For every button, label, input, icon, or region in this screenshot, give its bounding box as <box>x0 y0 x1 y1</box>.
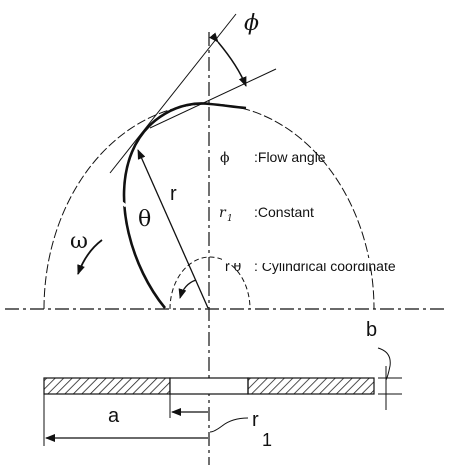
legend-phi-symbol: ϕ <box>220 150 230 166</box>
r1-dim-label: r <box>252 409 259 431</box>
a-label: a <box>108 405 120 427</box>
disk-bore <box>169 377 249 395</box>
omega-rotation-arrow <box>77 239 103 275</box>
legend-r1-sub: 1 <box>227 214 233 224</box>
blade-curve <box>122 102 247 309</box>
b-label: b <box>366 319 377 341</box>
theta-angle-arc <box>178 279 197 299</box>
phi-angle-arc <box>209 32 247 87</box>
phi-label: ϕ <box>244 11 259 36</box>
dim-r1-leader <box>209 417 249 433</box>
inner-radius-arc <box>169 256 251 310</box>
thickness-leader <box>377 347 391 381</box>
legend-r1-text: :Constant <box>254 204 314 220</box>
legend-r1-symbol: r <box>219 205 227 221</box>
legend: ϕ :Flow angle r 1 :Constant r θ : Cylind… <box>219 149 451 274</box>
theta-label: θ <box>138 207 151 232</box>
radius-r-arrow <box>137 149 209 309</box>
r1-dim-sub: 1 <box>262 430 272 450</box>
legend-occluder <box>222 258 451 263</box>
disk-right-section <box>247 377 375 395</box>
disk-left-section <box>43 377 171 395</box>
r-label: r <box>170 183 177 205</box>
legend-phi-text: :Flow angle <box>254 149 326 165</box>
omega-label: ω <box>70 229 88 254</box>
radial-direction-line <box>149 68 277 129</box>
blade-gap <box>117 198 127 208</box>
tangent-line <box>109 13 237 174</box>
